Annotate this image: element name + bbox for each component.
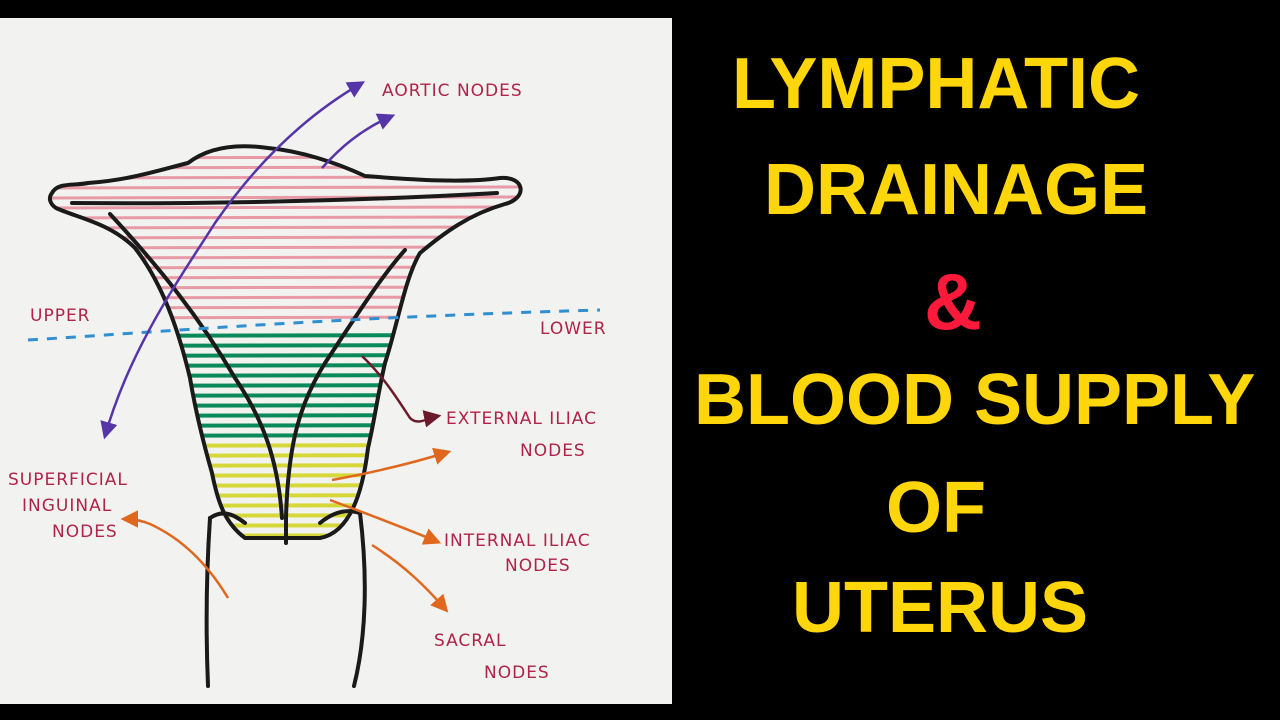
hatch-line [49,383,521,388]
arrow-to-superficial-inguinal [120,510,230,599]
title-block: LYMPHATIC DRAINAGE & BLOOD SUPPLY OF UTE… [672,0,1280,720]
hatch-line [49,165,521,170]
label-external-iliac-nodes: NODES [520,441,586,461]
hatch-line [49,205,521,210]
title-line-blood-supply: BLOOD SUPPLY [694,360,1256,440]
hatch-line [49,305,521,310]
title-line-drainage: DRAINAGE [764,150,1149,230]
label-external-iliac: EXTERNAL ILIAC [446,409,597,429]
label-upper: UPPER [30,306,91,326]
hatch-line [49,185,521,190]
hatch-line [49,285,521,290]
hatch-line [49,403,521,408]
hatch-line [49,443,521,448]
uterus-diagram: AORTIC NODES UPPER LOWER EXTERNAL ILIAC … [8,81,607,688]
hatch-line [49,363,521,368]
label-aortic-nodes: AORTIC NODES [382,81,523,101]
hatch-line [49,175,521,180]
hatch-line [49,245,521,250]
hatch-line [49,463,521,468]
uterine-cavity-outline [70,191,499,545]
hatch-line [49,295,521,300]
arrow-to-aortic-nodes-left [100,81,366,440]
hatch-line [49,235,521,240]
label-superficial: SUPERFICIAL [8,470,128,490]
label-inguinal: INGUINAL [22,496,112,516]
hatch-line [49,315,521,320]
title-line-of: OF [886,468,986,548]
hatch-line [49,393,521,398]
arrow-to-sacral [371,543,449,613]
hatch-line [49,353,521,358]
arrow-to-internal-iliac [329,498,442,545]
hatch-line [49,155,521,160]
label-internal-iliac: INTERNAL ILIAC [444,531,591,551]
title-line-uterus: UTERUS [792,568,1089,648]
hatch-line [49,215,521,220]
hatch-line [49,343,521,348]
arrow-to-external-iliac [361,355,442,428]
hatch-line [49,255,521,260]
label-sacral: SACRAL [434,631,507,651]
hatch-line [49,265,521,270]
label-superficial-nodes: NODES [52,522,118,542]
label-internal-iliac-nodes: NODES [505,556,571,576]
vaginal-canal-outline [204,509,367,688]
label-lower: LOWER [540,319,607,339]
hatch-line [49,453,521,458]
hatch-line [49,373,521,378]
arrow-lower-to-external-iliac [331,447,452,482]
title-line-lymphatic: LYMPHATIC [732,44,1141,124]
arrow-to-aortic-nodes-right [321,113,396,169]
hatch-line [49,275,521,280]
title-ampersand: & [924,257,982,346]
diagram-board: AORTIC NODES UPPER LOWER EXTERNAL ILIAC … [0,18,672,704]
label-sacral-nodes: NODES [484,663,550,683]
